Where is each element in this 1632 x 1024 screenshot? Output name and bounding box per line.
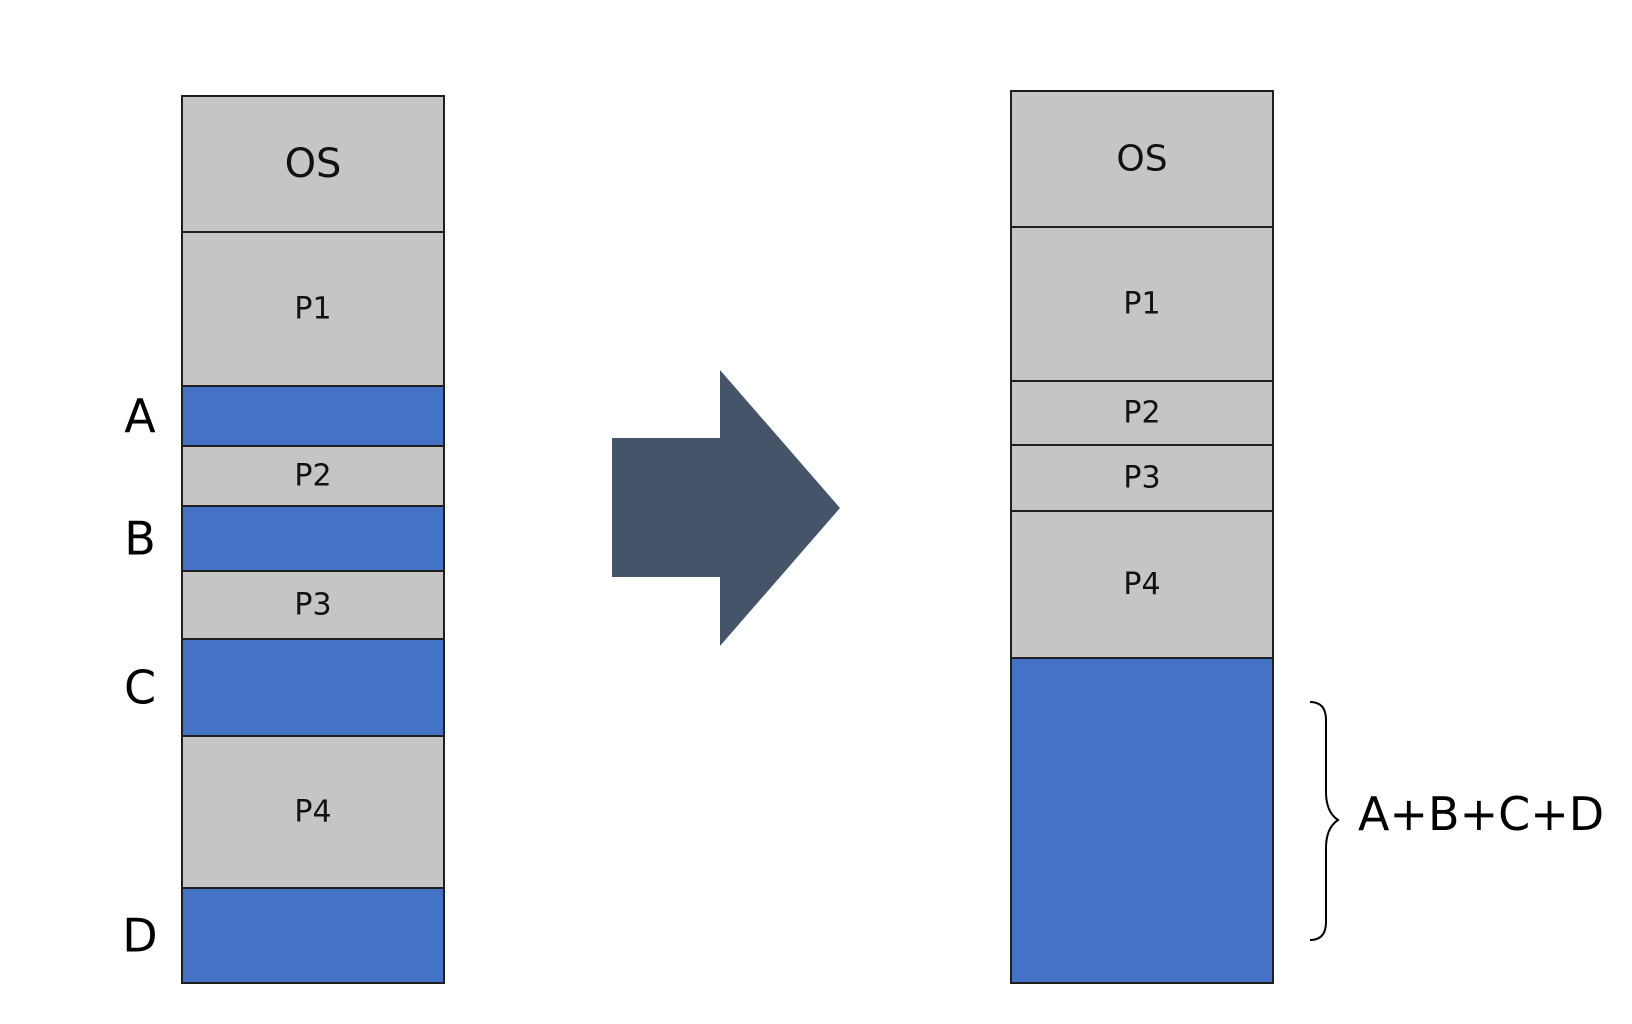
after-label-os: OS <box>1116 139 1167 180</box>
free-block-label-d: D <box>122 909 157 963</box>
after-label-p4: P4 <box>1123 567 1160 602</box>
before-segment-free-a <box>181 385 445 447</box>
before-label-p4: P4 <box>294 795 331 830</box>
after-label-p2: P2 <box>1123 396 1160 431</box>
before-segment-free-b <box>181 505 445 572</box>
after-label-p1: P1 <box>1123 287 1160 322</box>
after-label-p3: P3 <box>1123 461 1160 496</box>
before-label-p2: P2 <box>294 459 331 494</box>
free-block-label-c: C <box>124 661 156 715</box>
before-label-p3: P3 <box>294 588 331 623</box>
before-segment-free-d <box>181 887 445 984</box>
combined-free-space-label: A+B+C+D <box>1358 787 1604 841</box>
before-label-os: OS <box>285 141 342 187</box>
after-segment-free-space <box>1010 657 1274 984</box>
memory-before-compaction: OS P1A P2B P3C P4D <box>122 95 445 984</box>
after-segment-os <box>1010 90 1274 228</box>
after-segment-p2 <box>1010 380 1274 446</box>
before-segment-free-c <box>181 638 445 737</box>
free-block-label-b: B <box>124 512 156 566</box>
before-segment-p4 <box>181 735 445 889</box>
before-segment-p3 <box>181 570 445 640</box>
free-block-label-a: A <box>124 389 156 443</box>
before-segment-os <box>181 95 445 233</box>
right-arrow-icon <box>612 370 840 646</box>
after-segment-p4 <box>1010 510 1274 659</box>
before-label-p1: P1 <box>294 292 331 327</box>
before-segment-p2 <box>181 445 445 507</box>
before-segment-p1 <box>181 231 445 387</box>
combined-free-space-brace: A+B+C+D <box>1309 701 1604 941</box>
